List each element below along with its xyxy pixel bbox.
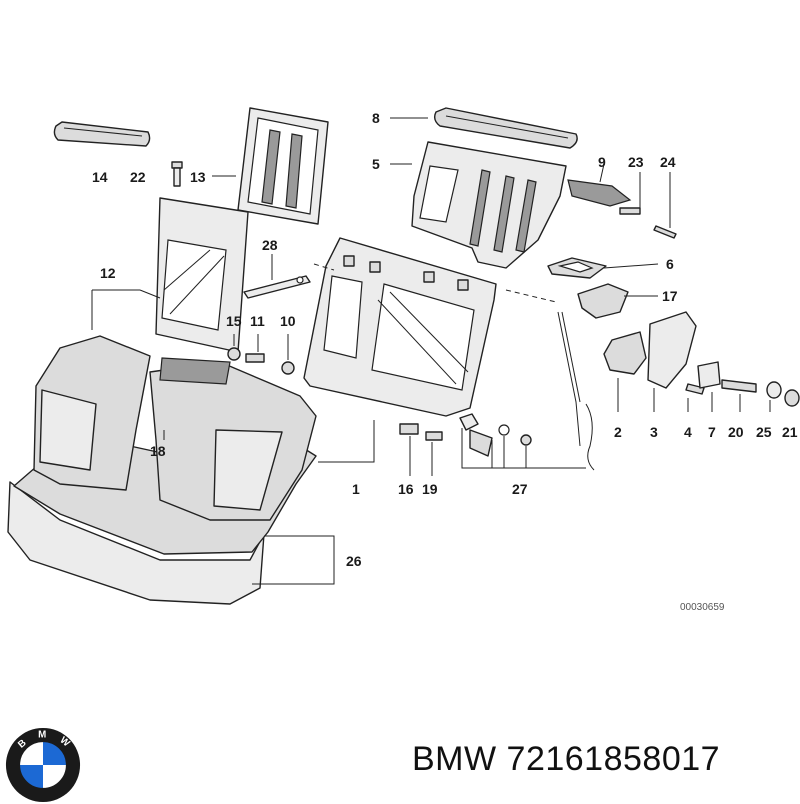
part-caption: BMW 72161858017 [412,740,720,779]
part-3-cover [647,311,697,389]
callout-16: 16 [398,481,414,497]
callout-20: 20 [728,424,744,440]
part-27-clips [459,413,532,457]
part-25-washer [766,381,782,399]
part-21-nut [784,389,800,407]
callout-23: 23 [628,154,644,170]
logo-letter-m: M [38,730,46,741]
part-22-bolt [171,161,183,187]
caption-brand: BMW [412,740,497,778]
part-19-bolt [425,431,443,441]
callout-12: 12 [100,265,116,281]
callout-10: 10 [280,313,296,329]
callout-4: 4 [684,424,692,440]
part-14-strip [53,121,151,147]
part-9-latch [567,179,632,207]
callout-19: 19 [422,481,438,497]
callout-2: 2 [614,424,622,440]
part-26-seat [7,335,317,605]
callout-15: 15 [226,313,242,329]
caption-part-number: 72161858017 [506,740,721,778]
part-15-fastener [227,347,241,361]
bmw-logo: B M W [5,727,81,803]
callout-14: 14 [92,169,108,185]
callout-6: 6 [666,256,674,272]
part-17-handle [577,283,629,319]
part-6-cover [547,257,607,279]
part-23 [619,207,641,215]
part-20-bolt [721,379,757,393]
callout-25: 25 [756,424,772,440]
callout-26: 26 [346,553,362,569]
leader-lines [91,117,771,585]
release-rod [557,311,595,471]
part-1-main-frame [303,237,497,417]
part-4-screw [685,383,705,395]
callout-5: 5 [372,156,380,172]
callout-21: 21 [782,424,798,440]
part-5-backrest-panel [411,141,567,269]
callout-7: 7 [708,424,716,440]
callout-3: 3 [650,424,658,440]
callout-1: 1 [352,481,360,497]
part-28-bracket [243,275,311,299]
part-12-left-frame [155,197,249,353]
part-13-frame [237,107,329,225]
callout-17: 17 [662,288,678,304]
callout-18: 18 [150,443,166,459]
drawing-code: 00030659 [680,602,725,613]
part-11-bolt [245,353,265,363]
part-10-fastener [281,361,295,375]
callout-9: 9 [598,154,606,170]
callout-27: 27 [512,481,528,497]
part-7-plate [697,361,721,389]
callout-28: 28 [262,237,278,253]
part-2-lock [603,331,647,375]
callout-13: 13 [190,169,206,185]
callout-8: 8 [372,110,380,126]
part-16-bolt [399,423,419,435]
part-24-screw [653,225,677,239]
callout-22: 22 [130,169,146,185]
callout-11: 11 [250,313,265,329]
lock-assembly [603,311,800,407]
part-8-strip [433,107,578,149]
callout-24: 24 [660,154,676,170]
